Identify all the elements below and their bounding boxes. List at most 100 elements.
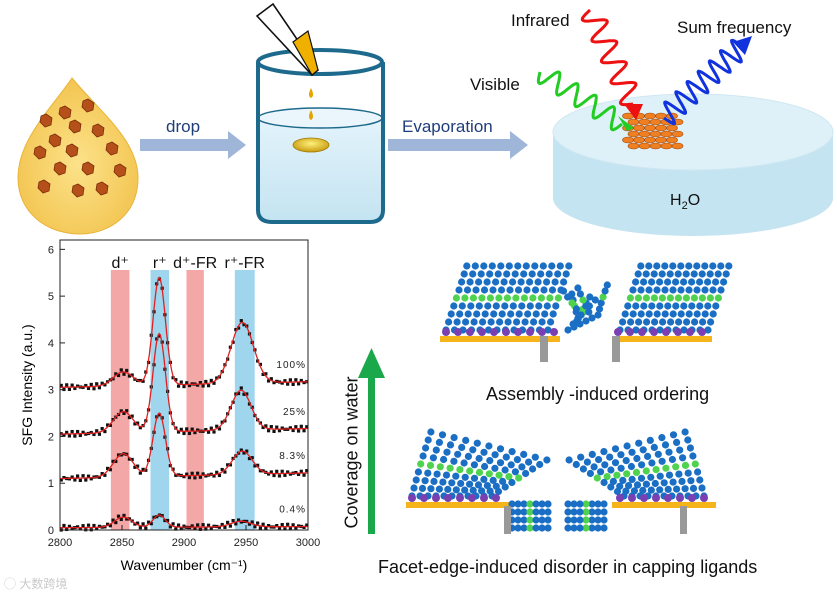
carbon-bead <box>492 302 500 310</box>
film-hexagon <box>627 142 640 150</box>
carbon-bead <box>480 475 488 483</box>
carbon-bead <box>714 270 722 278</box>
data-point <box>59 383 63 388</box>
edge-hatch <box>504 506 511 534</box>
carbon-bead <box>639 446 647 454</box>
carbon-bead <box>637 262 645 270</box>
carbon-bead <box>491 464 499 472</box>
carbon-bead <box>674 270 682 278</box>
data-point <box>196 471 200 475</box>
carbon-bead <box>564 516 572 524</box>
carbon-bead <box>684 469 692 477</box>
carbon-bead <box>565 456 573 464</box>
data-point <box>163 518 167 523</box>
infrared-label: Infrared <box>511 11 570 30</box>
carbon-bead <box>594 311 602 319</box>
data-point <box>288 472 292 476</box>
data-point <box>133 422 137 426</box>
data-point <box>220 420 224 424</box>
data-point <box>206 384 211 388</box>
carbon-bead <box>594 516 602 524</box>
data-point <box>264 526 268 530</box>
carbon-bead <box>653 286 661 294</box>
carbon-bead <box>633 481 642 489</box>
carbon-bead <box>496 445 505 453</box>
carbon-bead <box>564 524 572 532</box>
film-hexagon <box>644 112 656 120</box>
carbon-bead <box>531 262 539 270</box>
carbon-bead <box>669 262 677 270</box>
carbon-bead <box>532 516 540 524</box>
data-point <box>206 523 211 527</box>
carbon-bead <box>564 293 572 301</box>
data-point <box>116 373 121 378</box>
carbon-bead <box>661 310 669 318</box>
data-point <box>209 526 213 530</box>
double-bond-bead <box>579 296 587 304</box>
data-point <box>179 427 183 431</box>
carbon-bead <box>490 310 498 318</box>
carbon-bead <box>463 262 471 270</box>
edge-hatch <box>612 336 620 362</box>
carbon-bead <box>637 310 645 318</box>
carbon-bead <box>570 323 578 331</box>
carbon-bead <box>470 461 478 469</box>
double-bond-bead <box>485 470 493 478</box>
headgroup <box>526 328 534 336</box>
data-point <box>138 426 142 430</box>
data-point <box>258 526 262 530</box>
carbon-bead <box>627 318 635 326</box>
carbon-bead <box>435 438 443 446</box>
data-point <box>266 523 271 528</box>
carbon-bead <box>696 302 704 310</box>
carbon-bead <box>424 436 432 444</box>
sum-frequency-beam <box>663 36 752 126</box>
carbon-bead <box>595 305 604 313</box>
carbon-bead <box>544 516 552 524</box>
data-point <box>176 430 181 434</box>
carbon-bead <box>480 286 489 294</box>
carbon-bead <box>689 452 697 460</box>
carbon-bead <box>447 310 455 318</box>
data-point <box>212 381 216 385</box>
data-point <box>111 377 115 381</box>
carbon-bead <box>483 278 491 286</box>
carbon-bead <box>539 262 547 270</box>
carbon-bead <box>669 310 677 318</box>
carbon-bead <box>508 500 516 508</box>
carbon-bead <box>570 516 578 524</box>
double-bond-bead <box>478 294 486 302</box>
carbon-bead <box>632 326 640 334</box>
carbon-bead <box>520 270 528 278</box>
carbon-bead <box>525 458 533 466</box>
carbon-bead <box>461 473 469 481</box>
carbon-bead <box>613 487 622 496</box>
ligand-chain <box>656 262 685 334</box>
data-point <box>242 323 246 327</box>
data-point <box>78 527 82 531</box>
carbon-bead <box>677 262 685 270</box>
double-bond-bead <box>682 294 691 302</box>
double-bond-bead <box>674 294 683 302</box>
ligand-chain <box>616 262 645 334</box>
carbon-bead <box>497 262 505 270</box>
nanocrystal-film <box>622 112 684 150</box>
data-point <box>266 472 271 476</box>
carbon-bead <box>565 262 573 270</box>
carbon-bead <box>548 262 556 270</box>
data-point <box>149 522 153 526</box>
ligand-chain <box>646 436 684 500</box>
carbon-bead <box>439 478 447 486</box>
data-point <box>106 466 110 471</box>
carbon-bead <box>547 318 555 326</box>
double-bond-bead <box>642 294 651 302</box>
data-point <box>59 478 63 482</box>
double-bond-bead <box>515 474 523 482</box>
data-point <box>185 472 189 476</box>
data-point <box>272 429 276 433</box>
carbon-bead <box>647 486 655 494</box>
carbon-bead <box>709 286 717 294</box>
carbon-bead <box>450 434 458 442</box>
carbon-bead <box>544 508 552 516</box>
headgroup <box>650 328 658 336</box>
